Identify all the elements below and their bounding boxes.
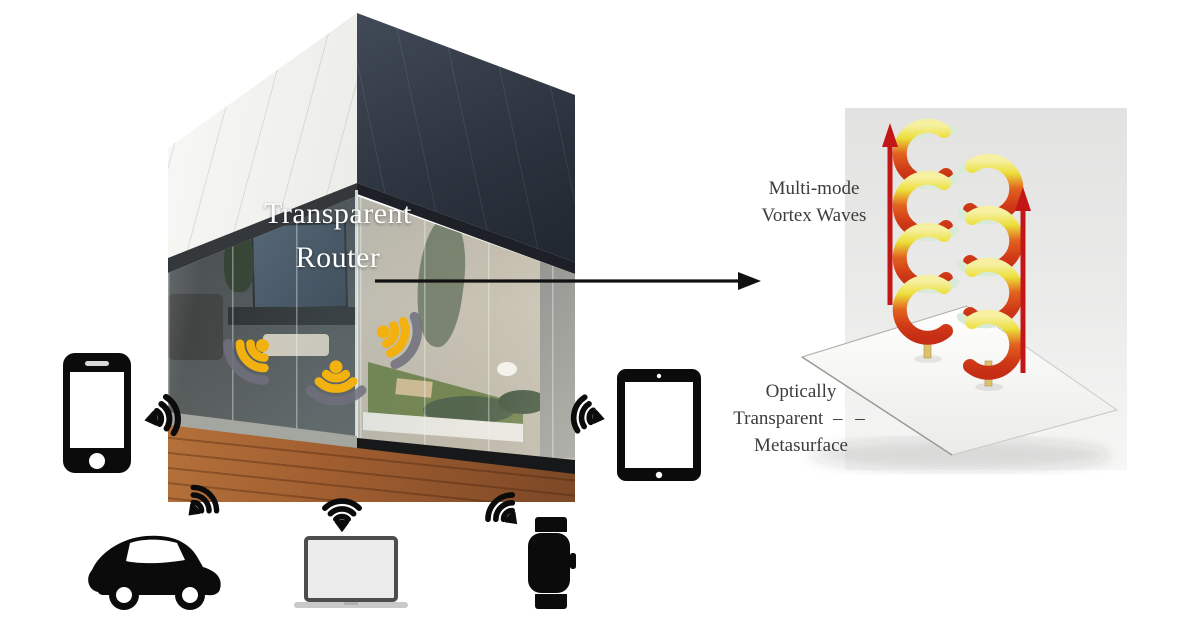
connector-arrow (375, 272, 761, 290)
surface-label-line2: Transparent (733, 407, 824, 429)
tv-console (228, 307, 357, 325)
waves-label: Multi-mode Vortex Waves (738, 176, 890, 230)
indoor-wifi-icon-left (223, 338, 270, 385)
panel-edge (801, 356, 953, 456)
glass-corner-post (355, 190, 358, 446)
indoor-wifi-icon-right (376, 311, 423, 370)
router-label-line2: Router (295, 240, 381, 274)
laptop-icon (294, 536, 408, 608)
wifi-icon-phone (144, 393, 181, 437)
helix-right (956, 153, 1024, 380)
waves-label-line1: Multi-mode (768, 178, 860, 199)
coffee-table (263, 334, 329, 356)
sofa (168, 294, 223, 360)
house-photo: Transparent Router (168, 12, 575, 502)
router-label-line1: Transparent (264, 197, 412, 230)
wifi-icon-car (188, 484, 220, 516)
bush (498, 390, 548, 414)
surface-label-line3: Metasurface (754, 434, 848, 456)
waves-label-line2: Vortex Waves (761, 204, 867, 226)
smartphone-icon (63, 353, 131, 473)
pin-shadow (914, 355, 942, 363)
surface-label-dashes: – – (833, 407, 869, 429)
pin-shadow (975, 383, 1003, 391)
vortex-arrow-left (882, 123, 898, 305)
helix-left (892, 118, 960, 345)
vortex-arrow-right (1015, 187, 1031, 373)
garden-pillow (497, 362, 517, 376)
wifi-icon-laptop (322, 498, 362, 533)
wifi-icon-watch (485, 492, 518, 525)
smartwatch-icon (528, 517, 576, 609)
surface-label: Optically Transparent – – Metasurface (722, 379, 880, 460)
wifi-icon-tablet (570, 394, 605, 434)
car-icon (88, 535, 221, 610)
vortex-render (800, 108, 1127, 471)
surface-label-line1: Optically (765, 381, 837, 402)
indoor-wifi-icon-middle (305, 360, 367, 406)
tablet-icon (617, 369, 701, 481)
panel-shadow (810, 439, 1110, 471)
panel-edge (801, 305, 968, 358)
connector-arrow-head (738, 272, 761, 290)
router-label: Transparent Router (238, 192, 438, 279)
